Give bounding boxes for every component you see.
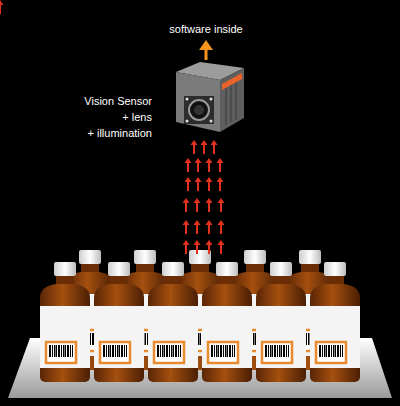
software-label: software inside [169, 23, 242, 36]
vision-sensor [176, 62, 244, 132]
sensor-label: Vision Sensor [84, 95, 152, 108]
bottles-front-row [40, 262, 360, 382]
sensor-label: + illumination [87, 127, 152, 140]
light-arrows [0, 0, 225, 254]
sensor-label: + lens [122, 111, 152, 124]
software-arrow [199, 40, 213, 60]
